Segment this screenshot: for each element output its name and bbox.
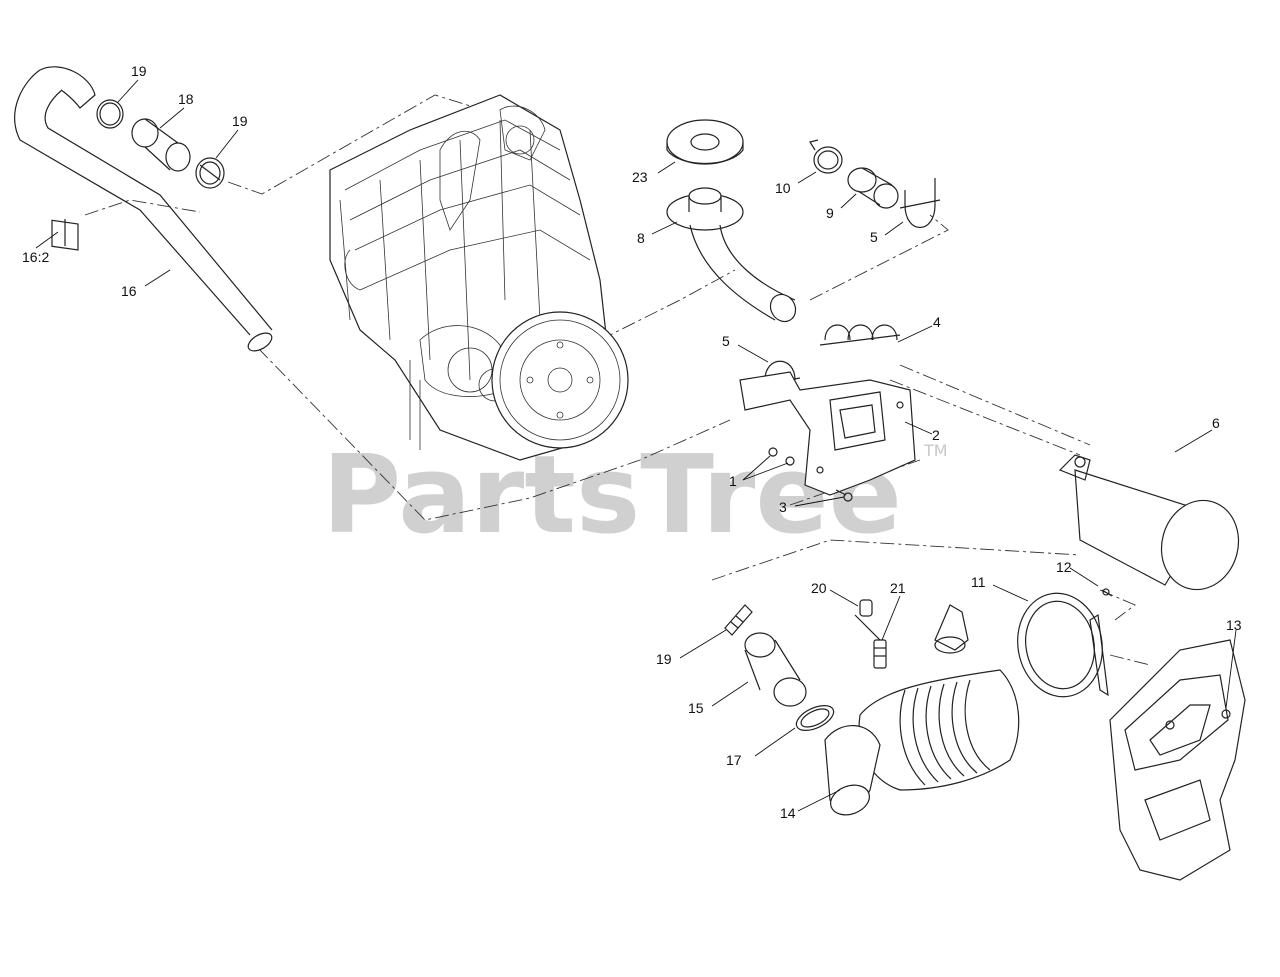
part-6-muffler <box>1058 454 1240 591</box>
part-10-clamp <box>809 139 843 174</box>
part-4-u-bolts <box>819 324 901 346</box>
callout-9: 9 <box>826 205 834 221</box>
callout-1: 1 <box>729 473 737 489</box>
watermark: PartsTree TM <box>322 433 948 558</box>
callout-10: 10 <box>775 180 791 196</box>
callout-16-2: 16:2 <box>22 249 49 265</box>
part-16-2-decal <box>51 219 79 251</box>
part-5-u-bolt-upper <box>899 178 941 229</box>
callout-5: 5 <box>870 229 878 245</box>
callout-17: 17 <box>726 752 742 768</box>
part-15-coupler <box>744 632 807 707</box>
part-11-band-clamp <box>1017 592 1109 698</box>
part-14-air-cleaner <box>824 604 1020 816</box>
part-19-fitting <box>724 604 753 636</box>
part-17-gasket <box>795 705 835 731</box>
callout-16: 16 <box>121 283 137 299</box>
callout-18: 18 <box>178 91 194 107</box>
part-2-mounting-bracket <box>739 371 916 496</box>
part-19-clamp-lower <box>195 157 225 189</box>
part-12-pin <box>1101 588 1113 597</box>
callout-13: 13 <box>1226 617 1242 633</box>
callout-11: 11 <box>971 574 986 590</box>
callout-15: 15 <box>688 700 704 716</box>
callout-19: 19 <box>131 63 147 79</box>
callout-2: 2 <box>932 427 940 443</box>
callout-20: 20 <box>811 580 827 596</box>
callout-8: 8 <box>637 230 645 246</box>
part-20-cap <box>859 599 873 617</box>
callout-6: 6 <box>1212 415 1220 431</box>
part-9-sleeve <box>847 167 899 209</box>
callout-3: 3 <box>779 499 787 515</box>
callout-4: 4 <box>933 314 941 330</box>
callouts: 19 18 19 16:2 16 23 8 10 9 5 4 5 2 6 1 3… <box>22 63 1242 821</box>
callout-19: 19 <box>656 651 672 667</box>
watermark-trademark: TM <box>923 441 948 460</box>
part-19-clamp-upper <box>96 99 124 129</box>
callout-19: 19 <box>232 113 248 129</box>
part-23-grommet <box>666 119 744 165</box>
callout-12: 12 <box>1056 559 1072 575</box>
callout-23: 23 <box>632 169 648 185</box>
part-13-mount-plate <box>1109 639 1246 881</box>
part-18-hose-sleeve <box>131 118 191 172</box>
part-8-elbow-tube <box>666 187 797 323</box>
part-1-nuts <box>768 447 795 466</box>
engine-assembly <box>329 94 629 461</box>
callout-5: 5 <box>722 333 730 349</box>
callout-14: 14 <box>780 805 796 821</box>
watermark-text: PartsTree <box>322 433 902 558</box>
part-21-sensor <box>854 614 887 669</box>
callout-21: 21 <box>890 580 906 596</box>
leader-lines <box>35 79 1237 812</box>
assembly-lines <box>84 94 1151 666</box>
part-16-intake-tube <box>14 66 273 352</box>
